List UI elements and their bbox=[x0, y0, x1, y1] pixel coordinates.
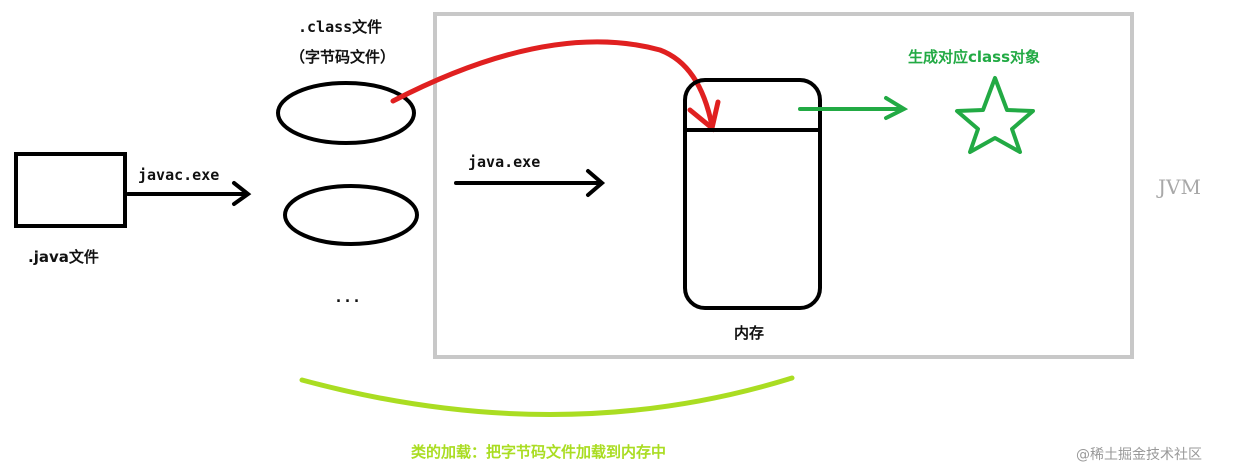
javac-label: javac.exe bbox=[138, 166, 219, 184]
class-file-label-line2: （字节码文件） bbox=[290, 48, 395, 66]
load-arrow bbox=[390, 39, 721, 133]
ellipsis-label: ... bbox=[334, 288, 361, 306]
memory-label: 内存 bbox=[734, 324, 764, 342]
java-exe-arrow bbox=[454, 169, 606, 197]
class-file-ellipse-1 bbox=[276, 81, 416, 145]
java-file-label: .java文件 bbox=[28, 248, 99, 266]
javac-arrow bbox=[126, 181, 252, 206]
class-file-label-line1: .class文件 bbox=[298, 18, 382, 36]
jvm-label: JVM bbox=[1156, 175, 1201, 199]
java-exe-label: java.exe bbox=[468, 153, 540, 171]
memory-block bbox=[683, 78, 822, 310]
class-file-ellipse-2 bbox=[283, 184, 419, 246]
star-icon bbox=[955, 76, 1035, 154]
class-loading-brace bbox=[299, 375, 795, 417]
generate-arrow bbox=[798, 96, 909, 120]
java-file-box bbox=[14, 152, 127, 228]
class-loading-caption: 类的加载：把字节码文件加载到内存中 bbox=[411, 443, 666, 461]
watermark: @稀土掘金技术社区 bbox=[1076, 447, 1202, 463]
jvm-box bbox=[433, 12, 1134, 359]
generate-object-label: 生成对应class对象 bbox=[908, 48, 1040, 66]
